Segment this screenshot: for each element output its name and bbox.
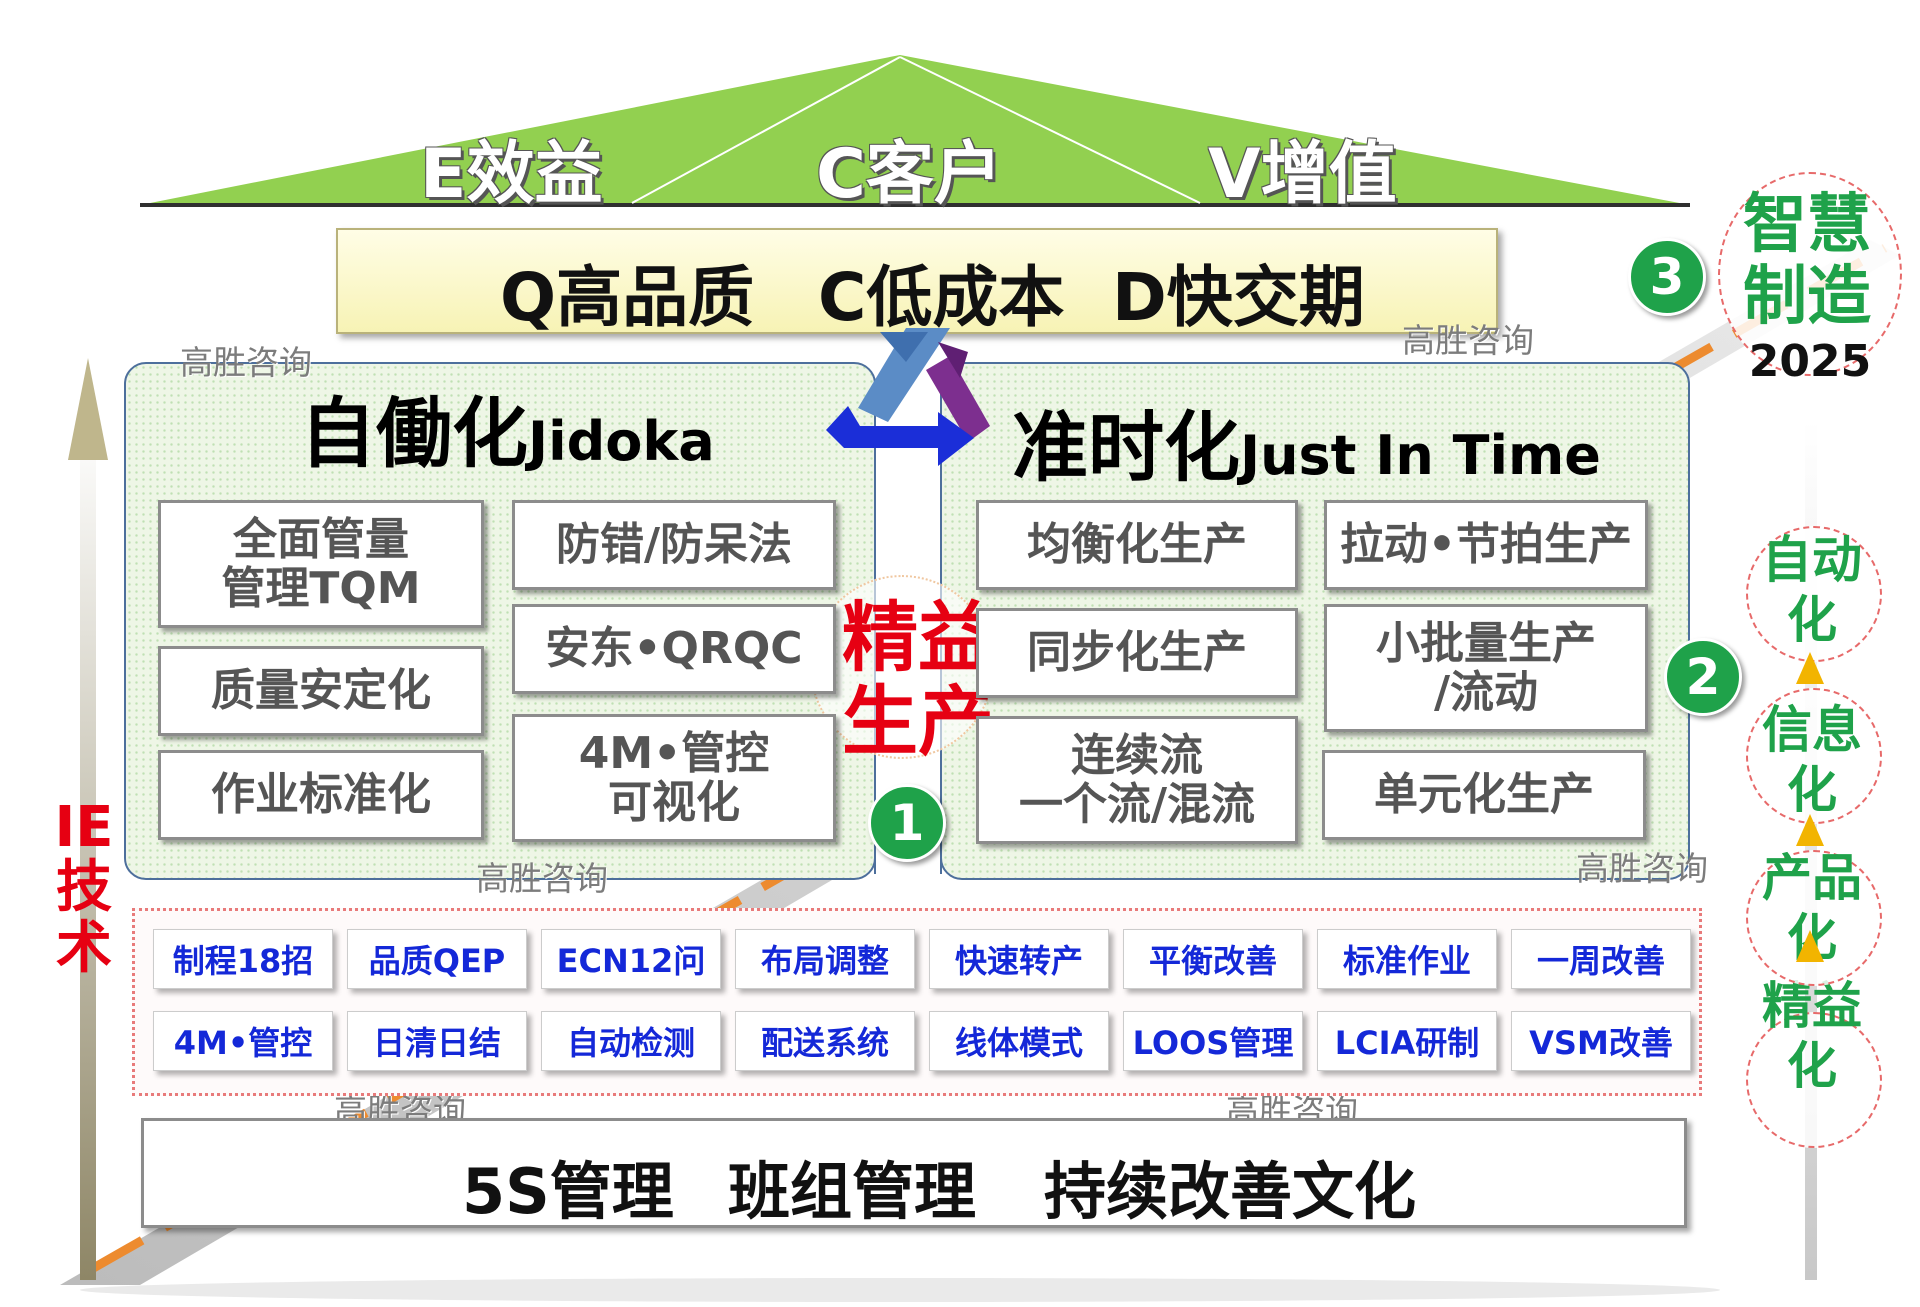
tool-item: VSM改善 — [1511, 1011, 1691, 1071]
watermark: 高胜咨询 — [180, 343, 312, 382]
watermark: 高胜咨询 — [1576, 849, 1708, 888]
jit-box-cell-production: 单元化生产 — [1322, 750, 1646, 840]
lean-production-label: 精益 生产 — [842, 593, 994, 766]
tool-item: 制程18招 — [153, 929, 333, 989]
smart-year: 2025 — [1748, 336, 1872, 387]
ladder-circle-product — [1746, 850, 1882, 986]
qcd-quality: Q高品质 — [500, 259, 755, 336]
base-team-management: 班组管理 — [728, 1155, 977, 1228]
up-arrow-icon — [1796, 814, 1824, 846]
roof-label-efficiency: E效益 — [420, 135, 603, 214]
jit-box-synchronized: 同步化生产 — [976, 608, 1298, 698]
ie-up-arrow — [68, 358, 108, 1280]
ladder-information: 信息 化 — [1762, 701, 1862, 819]
roof-label-customer: C客户 — [816, 135, 1002, 214]
center-halo — [810, 575, 994, 759]
jit-title-cn: 准时化 — [1012, 403, 1240, 492]
jidoka-title-en: Jidoka — [528, 410, 715, 473]
watermark: 高胜咨询 — [476, 859, 608, 898]
tool-item: 自动检测 — [541, 1011, 721, 1071]
up-arrow-icon — [1796, 652, 1824, 684]
jit-box-continuous-flow: 连续流 一个流/混流 — [976, 716, 1298, 844]
ladder-circle-auto — [1746, 526, 1882, 662]
ie-technology-label: IE 技 术 — [54, 795, 114, 981]
tool-item: 平衡改善 — [1123, 929, 1303, 989]
ie-tools-grid: 制程18招 品质QEP ECN12问 布局调整 快速转产 平衡改善 标准作业 一… — [132, 908, 1702, 1096]
tool-item: LCIA研制 — [1317, 1011, 1497, 1071]
ladder-circle-info — [1746, 688, 1882, 824]
tool-item: 品质QEP — [347, 929, 527, 989]
tool-item: 配送系统 — [735, 1011, 915, 1071]
ladder-circle-lean — [1746, 1012, 1882, 1148]
jit-title: 准时化Just In Time — [1012, 386, 1601, 496]
jidoka-box-andon: 安东•QRQC — [512, 604, 836, 694]
jit-box-small-batch: 小批量生产 /流动 — [1324, 604, 1648, 732]
qcd-delivery: D快交期 — [1112, 259, 1365, 336]
tool-item: 4M•管控 — [153, 1011, 333, 1071]
jidoka-title-cn: 自働化 — [300, 389, 528, 478]
tool-item: 一周改善 — [1511, 929, 1691, 989]
base-5s: 5S管理 — [462, 1155, 674, 1228]
ladder-step-arrows — [1796, 652, 1824, 962]
jidoka-box-4m-visual: 4M•管控 可视化 — [512, 714, 836, 842]
smart-manufacturing-label: 智慧 制造 — [1743, 188, 1871, 334]
tool-item: 布局调整 — [735, 929, 915, 989]
tool-item: 日清日结 — [347, 1011, 527, 1071]
jidoka-title: 自働化Jidoka — [300, 372, 715, 482]
qcd-cost: C低成本 — [818, 259, 1065, 336]
jidoka-box-quality-stability: 质量安定化 — [158, 646, 484, 736]
step-1-badge: 1 — [868, 784, 946, 862]
jidoka-box-standard-work: 作业标准化 — [158, 750, 484, 840]
watermark: 高胜咨询 — [1402, 321, 1534, 360]
smart-circle — [1718, 172, 1902, 376]
tool-item: 标准作业 — [1317, 929, 1497, 989]
jit-title-en: Just In Time — [1240, 424, 1601, 487]
ladder-automation: 自动 化 — [1762, 531, 1862, 649]
tool-item: LOOS管理 — [1123, 1011, 1303, 1071]
jidoka-box-poka-yoke: 防错/防呆法 — [512, 500, 836, 590]
step-3-badge: 3 — [1628, 238, 1706, 316]
roof-label-value: V增值 — [1208, 135, 1397, 214]
jidoka-box-tqm: 全面管量 管理TQM — [158, 500, 484, 628]
tool-item: 快速转产 — [929, 929, 1109, 989]
jit-box-pull-takt: 拉动•节拍生产 — [1324, 500, 1648, 590]
roof — [140, 55, 1690, 207]
tool-item: ECN12问 — [541, 929, 721, 989]
step-2-badge: 2 — [1664, 638, 1742, 716]
up-arrow-icon — [1796, 930, 1824, 962]
tool-item: 线体模式 — [929, 1011, 1109, 1071]
base-kaizen-culture: 持续改善文化 — [1044, 1155, 1417, 1228]
foundation-bar: 5S管理 班组管理 持续改善文化 — [141, 1118, 1687, 1228]
ladder-lean: 精益 化 — [1762, 977, 1862, 1095]
ladder-product: 产品 化 — [1762, 849, 1862, 967]
recycle-arrows-icon — [826, 328, 990, 466]
qcd-bar: Q高品质 C低成本 D快交期 — [336, 228, 1498, 336]
jit-box-leveling: 均衡化生产 — [976, 500, 1298, 590]
